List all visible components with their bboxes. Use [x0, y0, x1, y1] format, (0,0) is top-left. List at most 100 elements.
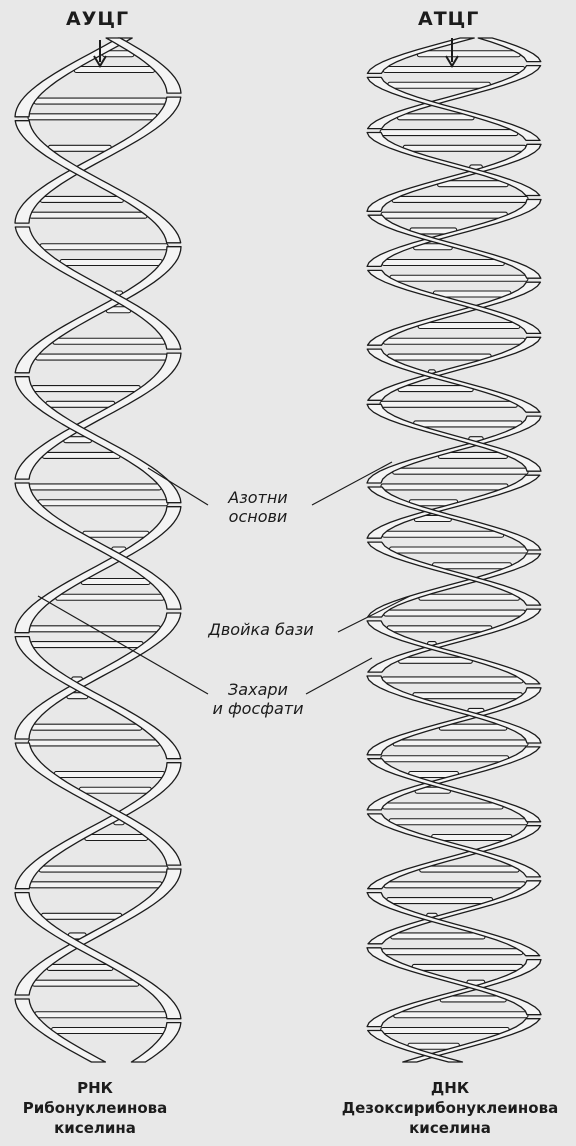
dna-strand-back	[366, 474, 541, 539]
rna-helix	[14, 37, 182, 1063]
rna-base-rung	[55, 593, 165, 601]
rna-base-rung	[31, 979, 140, 987]
rna-title-acid: киселина	[54, 1119, 136, 1137]
dna-strand-front	[366, 403, 542, 472]
rna-title-name: Рибонуклеинова	[22, 1099, 168, 1117]
dna-base-rung	[386, 896, 494, 905]
dna-bases	[379, 50, 529, 1050]
rna-base-rung	[50, 1026, 167, 1035]
rna-strand-back	[14, 612, 182, 740]
dna-base-rung	[381, 676, 524, 684]
dna-strand-back	[366, 687, 542, 756]
rna-base-rung	[28, 881, 163, 889]
rna-base-rung	[59, 258, 163, 267]
dna-strand-front	[366, 891, 541, 957]
dna-base-rung	[413, 420, 523, 428]
rna-strand-back	[14, 506, 182, 634]
dna-base-rung	[381, 948, 524, 956]
dna-base-rung	[386, 353, 492, 361]
dna-base-rung	[418, 593, 521, 601]
rna-base-rung	[80, 577, 151, 586]
dna-base-rung	[382, 337, 526, 345]
dna-base-rung	[391, 195, 529, 204]
dna-strand-front	[366, 947, 542, 1016]
rna-strand-back	[14, 246, 182, 374]
dna-base-rung	[389, 274, 529, 282]
dna-base-rung	[431, 833, 513, 842]
dna-arrow-icon	[445, 38, 459, 68]
rna-base-rung	[78, 786, 152, 794]
dna-base-rung	[380, 755, 510, 763]
rna-base-rung	[45, 400, 116, 408]
dna-base-rung	[398, 656, 473, 664]
sugars-phosphates-line-1: Захари	[228, 680, 288, 699]
dna-base-rung	[380, 211, 508, 219]
rna-strand-back	[14, 762, 182, 890]
rna-base-rung	[52, 337, 166, 345]
dna-base-rung	[381, 530, 505, 538]
dna-strand-back	[367, 880, 542, 945]
rna-base-rung	[30, 723, 143, 731]
rna-strand-front	[14, 635, 182, 760]
rna-base-rung	[27, 739, 161, 747]
rna-base-rung	[53, 770, 166, 779]
dna-strand-front	[366, 813, 542, 878]
leader-line-pairs-dna	[337, 595, 411, 633]
dna-base-rung	[383, 881, 527, 889]
dna-strand-front	[367, 486, 542, 551]
dna-base-rung	[432, 290, 512, 298]
dna-title: ДНК Дезоксирибонуклеинова киселина	[330, 1078, 570, 1138]
leader-line-sugars-dna	[305, 657, 373, 695]
rna-base-rung	[37, 499, 169, 507]
rna-base-rung	[33, 97, 168, 105]
rna-strand-front	[14, 998, 107, 1063]
dna-strand-front	[367, 269, 542, 335]
leader-line-bases-rna	[147, 467, 209, 506]
rna-base-rung	[40, 912, 123, 920]
dna-base-rung	[382, 65, 526, 74]
dna-base-rung	[402, 144, 527, 152]
dna-strand-front	[367, 1029, 464, 1063]
dna-strand-front	[366, 620, 541, 685]
rna-strand-front	[105, 37, 182, 94]
dna-base-rung	[412, 692, 523, 700]
nitrogen-bases-line-2: основи	[228, 507, 288, 526]
dna-base-rung	[383, 609, 526, 617]
dna-base-rung	[392, 739, 529, 747]
rna-base-rung	[28, 483, 162, 491]
dna-strand-front	[366, 131, 541, 197]
dna-title-name: Дезоксирибонуклеинова	[341, 1099, 559, 1117]
leader-line-sugars-rna	[37, 595, 209, 695]
dna-base-rung	[387, 81, 491, 89]
dna-base-rung	[419, 865, 520, 873]
dna-base-rung	[390, 932, 486, 940]
dna-strand-front	[366, 348, 541, 413]
dna-strand-front	[367, 541, 542, 606]
dna-strand-front	[367, 214, 542, 279]
rna-strand-front	[14, 226, 182, 350]
nitrogen-bases-label: Азотни основи	[198, 488, 318, 526]
dna-strand-back	[366, 958, 542, 1028]
dna-strand-back	[402, 1018, 541, 1063]
rna-strand-back	[14, 868, 182, 996]
rna-base-rung	[27, 113, 158, 121]
dna-base-rung	[380, 1026, 510, 1035]
rna-base-rung	[35, 353, 169, 361]
dna-strand-back	[367, 608, 542, 673]
rna-base-rung	[39, 195, 124, 204]
leader-line-bases-dna	[311, 461, 393, 506]
rna-strand-front	[14, 742, 182, 866]
dna-strand-back	[366, 143, 542, 212]
dna-base-rung	[397, 384, 474, 393]
dna-base-rung	[379, 400, 518, 408]
dna-strand-back	[366, 281, 542, 346]
rna-base-rung	[73, 65, 156, 74]
dna-strand-front	[477, 37, 542, 63]
dna-base-rung	[417, 321, 521, 330]
dna-base-rung	[396, 113, 475, 121]
rna-base-rung	[39, 243, 169, 251]
rna-base-rung	[46, 963, 114, 972]
sugars-phosphates-label: Захари и фосфати	[196, 680, 320, 718]
rna-title-abbrev: РНК	[77, 1079, 113, 1097]
